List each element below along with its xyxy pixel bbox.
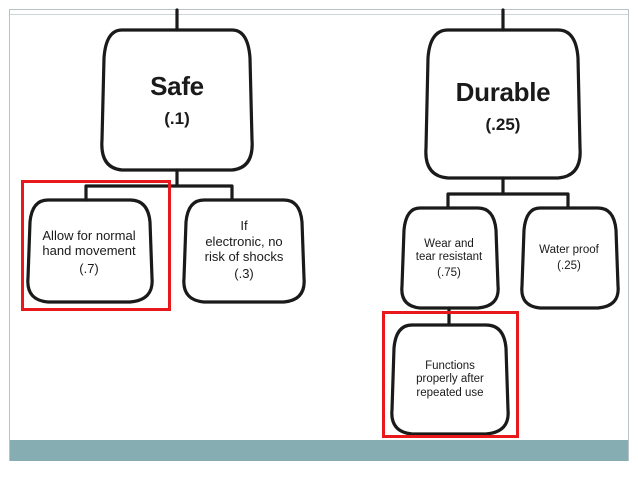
connector-safe-bracket [84,168,234,202]
node-shape-wear [400,206,500,310]
node-shape-functions [390,323,510,436]
slide-frame [9,9,629,461]
footer-band [10,440,628,461]
highlight-box-functions [382,311,519,438]
slide-top-rule [10,14,628,15]
node-shape-allow [26,198,154,304]
node-shape-safe [100,28,254,172]
node-shape-water [520,206,620,310]
node-shape-electronic [182,198,306,304]
connector-durable-bracket [446,176,570,210]
node-shape-durable [424,28,582,180]
highlight-box-allow [21,180,171,311]
